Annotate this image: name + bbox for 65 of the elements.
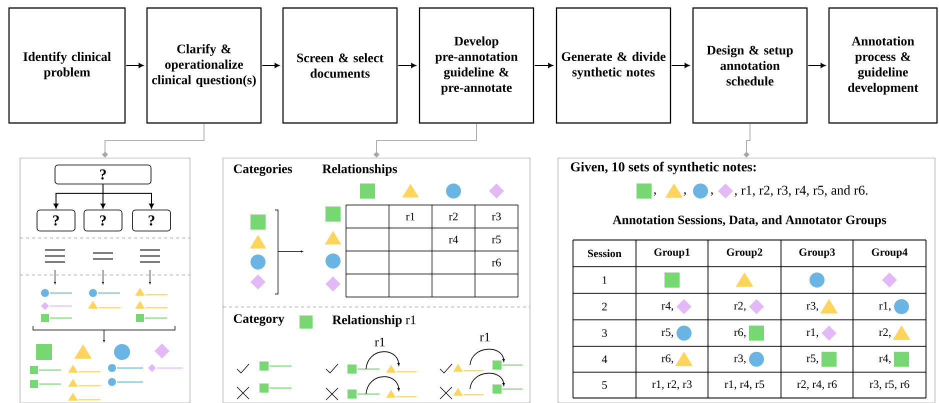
process-box: Generate & divide synthetic notes: [556, 7, 672, 124]
comma: ,: [710, 192, 713, 196]
cell-text: r1, r4, r5: [724, 380, 764, 390]
arrow: [534, 63, 554, 68]
arrow: [102, 184, 154, 209]
cell-text: r4: [448, 236, 458, 244]
relation-label: r1: [480, 332, 490, 342]
row-header: 3: [602, 329, 607, 337]
cell-text: r1,: [806, 328, 818, 338]
cell-text: r3, r5, r6: [870, 380, 910, 390]
process-box: Annotation process & guideline development: [828, 7, 938, 124]
comma: ,: [684, 192, 686, 196]
process-box: Develop pre-annotation guideline & pre-annotate: [418, 7, 534, 124]
relation-label: r1: [374, 338, 385, 346]
panel-box: [222, 158, 530, 403]
cell-text: r5: [492, 236, 501, 244]
column-header: Group1: [654, 248, 690, 258]
heading: Categories: [234, 164, 292, 176]
heading: Relationships: [322, 164, 398, 176]
process-box: Clarify & operationalize clinical question(s): [146, 7, 262, 124]
arrow: [126, 63, 144, 68]
cell-text: r6: [492, 258, 501, 266]
panel-box: [20, 158, 190, 403]
column-header: Group2: [726, 248, 762, 258]
arrow: [808, 63, 826, 68]
row-header: 1: [602, 276, 607, 284]
cell-text: r2,: [879, 328, 891, 338]
cell-text: r6,: [662, 354, 674, 364]
column-header: Group4: [872, 248, 908, 258]
cell-text: r6,: [734, 328, 746, 338]
question-box: ?: [132, 210, 171, 232]
cell-text: r2,: [734, 302, 746, 312]
cell-text: r2, r4, r6: [797, 380, 837, 390]
process-box: Design & setup annotation schedule: [692, 7, 808, 124]
cell-text: r3,: [806, 302, 818, 312]
row-header: 4: [602, 355, 608, 363]
cell-text: r2: [448, 212, 458, 220]
cell-text: r5,: [806, 354, 818, 364]
column-header: Session: [588, 249, 622, 258]
row-header: 2: [602, 302, 607, 310]
cell-text: r1: [406, 212, 415, 220]
cell-text: r1, r2, r3: [652, 380, 692, 390]
row-header: 5: [602, 381, 607, 389]
panel-box: [558, 158, 936, 403]
cell-text: r5,: [662, 328, 674, 338]
cell-text: r1,: [879, 302, 891, 312]
cell-text: r4,: [662, 302, 674, 312]
process-box: Screen & select documents: [282, 7, 398, 124]
arrow: [398, 63, 416, 68]
arrow: [671, 63, 690, 68]
arrow: [262, 63, 280, 68]
cell-text: r3: [492, 212, 501, 220]
table-title: Annotation Sessions, Data, and Annotator Groups: [612, 215, 886, 227]
heading: Relationship r1: [332, 315, 416, 327]
heading: Category: [234, 314, 284, 326]
comma: ,: [654, 192, 656, 196]
question-box: ?: [84, 210, 122, 232]
process-box: Identify clinical problem: [8, 7, 126, 124]
question-box: ?: [36, 210, 76, 232]
notes-list: , r1, r2, r3, r4, r5, and r6.: [734, 185, 868, 197]
column-header: Group3: [799, 248, 835, 258]
cell-text: r3,: [734, 354, 746, 364]
heading: Given, 10 sets of synthetic notes:: [570, 162, 756, 174]
cell-text: r4,: [879, 354, 891, 364]
question-box: ?: [54, 164, 152, 184]
